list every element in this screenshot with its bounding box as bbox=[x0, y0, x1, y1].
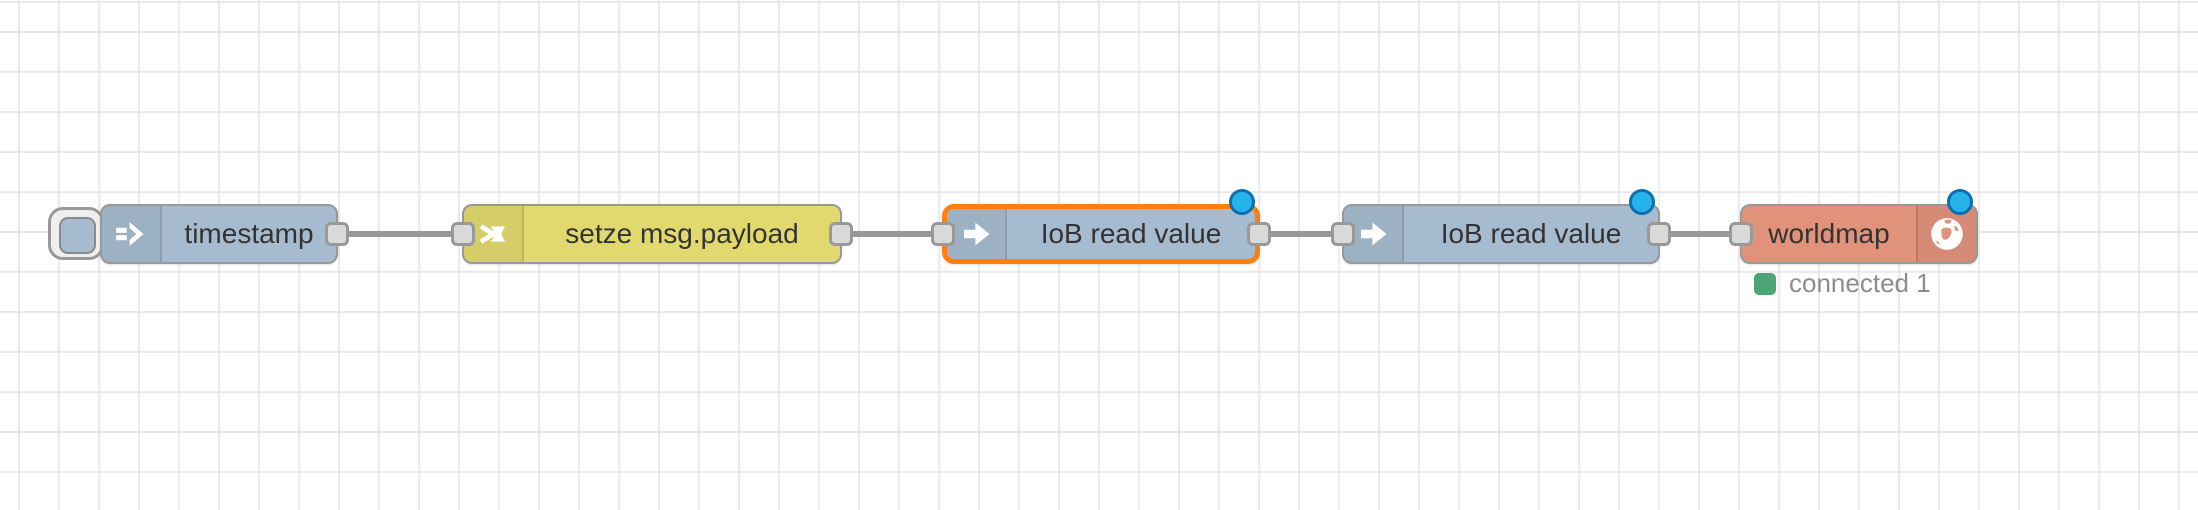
node-label: worldmap bbox=[1768, 218, 1890, 249]
input-port[interactable] bbox=[931, 222, 955, 246]
wire[interactable] bbox=[1260, 231, 1342, 237]
node-label: IoB read value bbox=[1040, 218, 1222, 249]
wire[interactable] bbox=[842, 231, 942, 237]
node-label: timestamp bbox=[184, 218, 314, 249]
inject-button[interactable] bbox=[48, 207, 104, 260]
changed-indicator bbox=[1229, 189, 1255, 215]
wire[interactable] bbox=[338, 231, 462, 237]
node-label: setze msg.payload bbox=[565, 218, 799, 249]
arrow-right-icon bbox=[947, 209, 1007, 259]
changed-indicator bbox=[1947, 189, 1973, 215]
globe-icon bbox=[1916, 206, 1976, 262]
node-iob-read-value-1[interactable]: IoB read value bbox=[931, 189, 1271, 264]
status-text: connected 1 bbox=[1789, 268, 1931, 298]
output-port[interactable] bbox=[829, 222, 853, 246]
changed-indicator bbox=[1629, 189, 1655, 215]
node-iob-read-value-2[interactable]: IoB read value bbox=[1331, 189, 1671, 264]
status-connected-icon bbox=[1754, 272, 1776, 295]
node-inject-timestamp[interactable]: timestamp bbox=[100, 204, 349, 264]
node-change-setze-msg-payload[interactable]: setze msg.payload bbox=[451, 204, 853, 264]
input-port[interactable] bbox=[451, 222, 475, 246]
wire[interactable] bbox=[1660, 231, 1740, 237]
node-status: connected 1 bbox=[1754, 268, 1931, 299]
node-label: IoB read value bbox=[1440, 218, 1622, 249]
inject-button-inner bbox=[59, 217, 96, 254]
inject-arrow-icon bbox=[102, 206, 162, 262]
output-port[interactable] bbox=[325, 222, 349, 246]
node-worldmap[interactable]: worldmap bbox=[1729, 189, 1978, 264]
input-port[interactable] bbox=[1729, 222, 1753, 246]
output-port[interactable] bbox=[1247, 222, 1271, 246]
output-port[interactable] bbox=[1647, 222, 1671, 246]
input-port[interactable] bbox=[1331, 222, 1355, 246]
